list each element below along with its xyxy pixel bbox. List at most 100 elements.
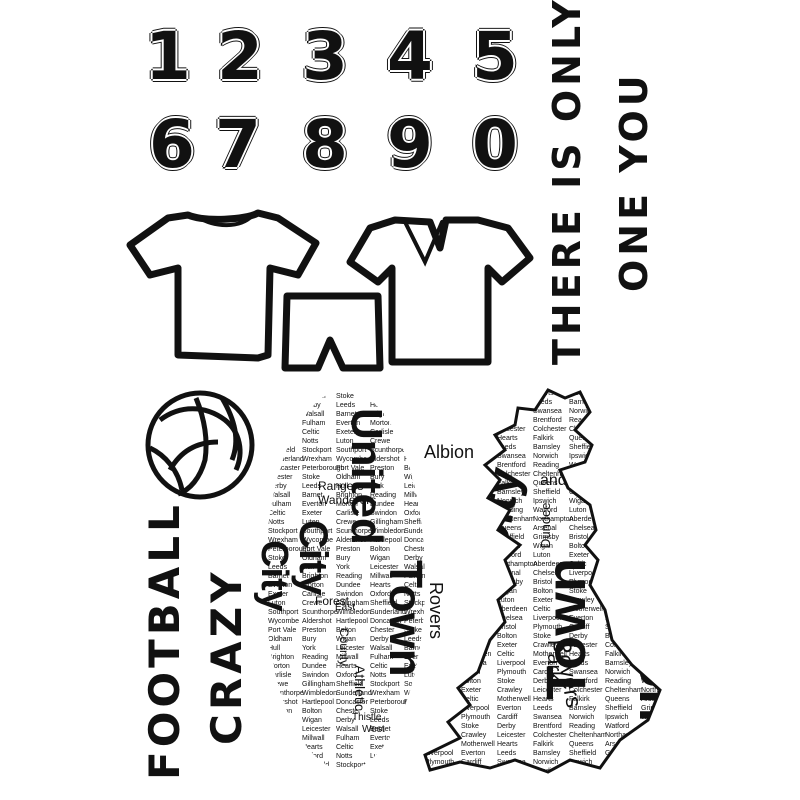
number-9: 9 [386,106,435,183]
map-filler-word: Norwich [497,498,522,505]
oval-filler-word: Carlisle [336,510,359,517]
oval-filler-word: Gillingham [370,519,403,526]
oval-filler-word: Celtic [336,744,354,751]
oval-filler-word: Chester [370,627,395,634]
oval-filler-word: Oxford [404,510,425,517]
map-filler-word: Liverpool [533,615,562,622]
map-filler-word: Chelsea [461,660,487,667]
map-filler-word: Ipswich [569,759,592,766]
map-filler-word: Brentford [641,588,670,595]
oval-filler-word: Derby [404,555,423,562]
map-filler-word: Derby [569,633,588,640]
map-filler-word: Northampton [605,732,646,739]
number-6: 6 [148,106,197,183]
map-filler-word: Stoke [605,543,623,550]
number-2: 2 [216,18,265,95]
oval-filler-word: Exeter [404,663,425,670]
oval-filler-word: Gillingham [302,681,335,688]
oval-filler-word: Wycombe [268,618,299,625]
map-filler-word: Celtic [461,390,479,397]
map-filler-word: Barnsley [569,705,597,712]
map-filler-word: Plymouth [533,624,562,631]
oval-filler-word: Sunderland [336,690,372,697]
oval-word-medium: Athletic [352,665,368,711]
oval-filler-word: Wrexham [302,456,332,463]
oval-filler-word: Wrexham [404,609,434,616]
oval-filler-word: Millwall [302,735,325,742]
map-filler-word: Barnsley [533,444,561,451]
map-filler-word: Colchester [425,561,459,568]
map-filler-word: Exeter [461,687,482,694]
map-filler-word: Plymouth [461,714,490,721]
map-filler-word: Luton [641,417,659,424]
map-filler-word: Bristol [497,624,517,631]
oval-filler-word: Swindon [370,510,397,517]
map-filler-word: Leeds [425,534,445,541]
oval-filler-word: Everton [404,654,428,661]
map-filler-word: Reading [497,507,523,514]
oval-filler-word: Scunthorpe [336,528,372,535]
map-filler-word: Chelsea [425,399,451,406]
oval-filler-word: Scunthorpe [302,609,338,616]
map-filler-word: Bolton [605,498,625,505]
map-filler-word: Colchester [569,687,603,694]
map-filler-word: Leicester [425,516,454,523]
map-filler-word: Falkirk [569,696,590,703]
map-filler-word: Aberdeen [425,696,455,703]
number-4: 4 [386,18,435,95]
oval-filler-word: Walsall [336,726,359,733]
oval-filler-word: Millwall [404,492,427,499]
oval-filler-word: Peterborough [370,699,413,706]
map-filler-word: Derby [605,588,624,595]
map-filler-word: Swansea [425,543,454,550]
map-filler-word: Ipswich [605,714,628,721]
oval-filler-word: Leeds [302,483,322,490]
oval-filler-word: Swindon [302,672,329,679]
map-filler-word: Watford [569,768,593,775]
oval-filler-word: Luton [336,438,354,445]
map-filler-word: Leeds [533,399,553,406]
map-filler-word: Everton [461,444,485,451]
oval-filler-word: Celtic [268,510,286,517]
map-filler-word: Reading [605,678,631,685]
map-filler-word: Aberdeen [425,390,455,397]
map-filler-word: Bolton [497,633,517,640]
map-filler-word: Cheltenham [533,471,571,478]
map-filler-word: Norwich [533,453,558,460]
oval-filler-word: Brighton [268,654,294,661]
map-filler-word: Celtic [605,516,623,523]
map-filler-word: Liverpool [425,444,454,451]
map-filler-word: Reading [569,723,595,730]
shirt-left-icon [126,209,320,362]
map-filler-word: Cardiff [569,624,590,631]
oval-filler-word: Everton [302,501,326,508]
map-filler-word: Brentford [533,723,562,730]
oval-filler-word: Dundee [336,582,361,589]
map-filler-word: Hearts [569,651,590,658]
map-filler-word: Norwich [569,408,594,415]
map-filler-word: Stoke [461,417,479,424]
oval-filler-word: Hearts [302,744,323,751]
oval-filler-word: Brighton [336,492,362,499]
map-filler-word: Falkirk [605,651,626,658]
map-filler-word: Reading [533,768,559,775]
oval-filler-word: Wigan [336,636,356,643]
map-filler-word: Bristol [425,408,445,415]
oval-filler-word: Stockport [370,681,400,688]
oval-filler-word: Leicester [370,564,399,571]
oval-filler-word: Peterborough [404,618,447,625]
map-filler-word: Derby [461,768,480,775]
map-filler-word: Motherwell [497,696,531,703]
map-filler-word: Northampton [425,651,466,658]
oval-filler-word: Morton [302,582,324,589]
map-filler-word: Liverpool [605,525,634,532]
oval-filler-word: Exeter [370,744,391,751]
map-filler-word: Derby [425,507,444,514]
oval-filler-word: Celtic [404,582,422,589]
oval-filler-word: Sunderland [268,456,304,463]
map-filler-word: Reading [569,417,595,424]
map-filler-word: Sheffield [641,660,668,667]
oval-filler-word: Scunthorpe [370,447,406,454]
map-filler-word: Brentford [569,678,598,685]
map-filler-word: Sheffield [461,579,488,586]
